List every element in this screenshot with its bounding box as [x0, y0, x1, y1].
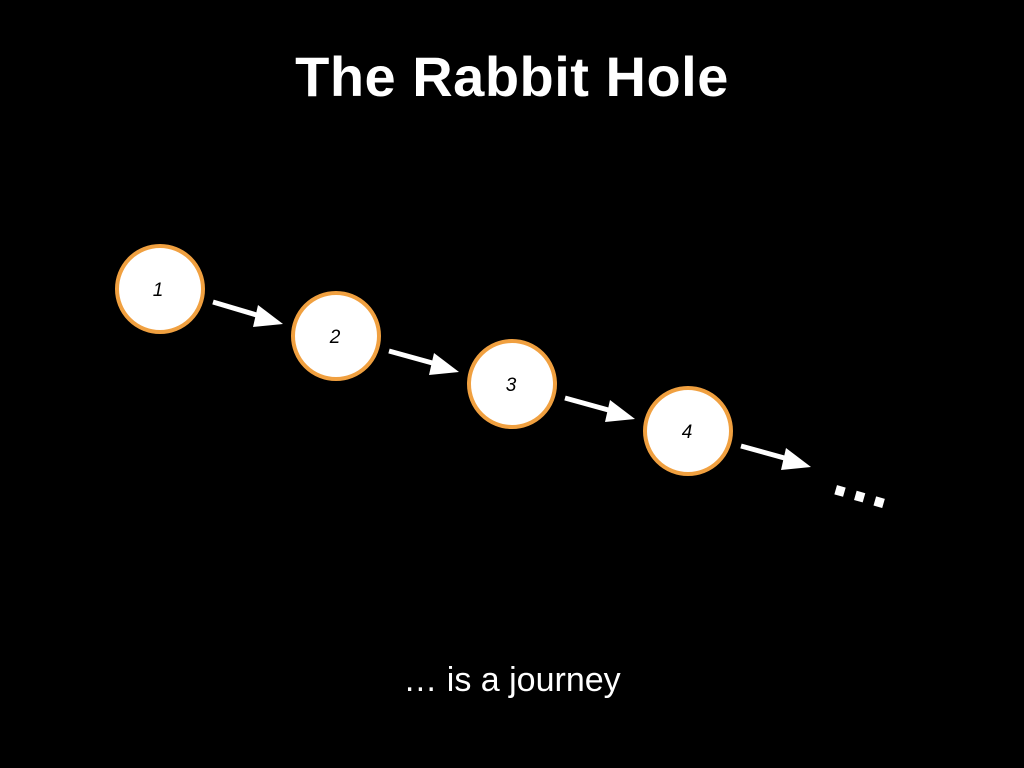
continuation-ellipsis: …	[824, 437, 905, 524]
node-3-label: 3	[506, 375, 517, 396]
node-3-circle	[467, 339, 557, 429]
node-1-label: 1	[153, 280, 164, 301]
node-4-label: 4	[682, 422, 693, 443]
node-2-circle	[291, 291, 381, 381]
slide-subtitle: … is a journey	[403, 661, 621, 699]
arrow-4-to-next	[740, 443, 811, 470]
node-1-circle	[115, 244, 205, 334]
arrow-1-to-2	[212, 299, 283, 327]
node-4: 4	[643, 386, 733, 476]
node-2-label: 2	[329, 327, 341, 348]
arrows	[212, 299, 811, 470]
arrow-2-to-3	[388, 348, 459, 375]
node-4-circle	[643, 386, 733, 476]
node-1: 1	[115, 244, 205, 334]
node-2: 2	[291, 291, 381, 381]
arrow-3-to-4	[564, 395, 635, 422]
node-3: 3	[467, 339, 557, 429]
slide-title: The Rabbit Hole	[295, 45, 729, 108]
